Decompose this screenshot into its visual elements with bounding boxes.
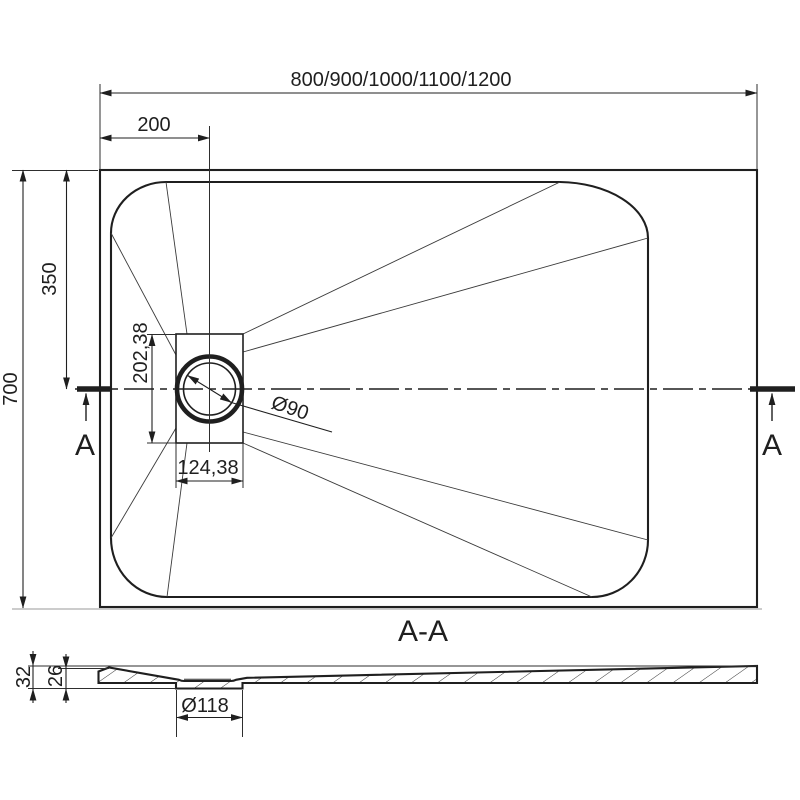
basin-inner-outline	[109, 180, 650, 599]
dim-section-overall-height-label: 32	[13, 666, 35, 688]
dim-section-rim-height: 26	[45, 654, 109, 703]
dim-depth-label: 700	[0, 372, 22, 405]
cut-marker-left: A	[75, 386, 112, 462]
dim-drain-offset-y-label: 350	[39, 262, 61, 295]
dim-width-series: 800/900/1000/1100/1200	[99, 69, 758, 170]
drain-diameter-leader	[231, 401, 333, 433]
cut-label-right: A	[762, 429, 782, 462]
dim-width-series-label: 800/900/1000/1100/1200	[291, 69, 512, 91]
section-view: A-A 32 26 Ø	[13, 615, 759, 737]
top-view: A A 800/900/1000/1100/1200 200 700	[0, 69, 795, 610]
dim-waste-hole: Ø118	[176, 690, 243, 737]
dim-drain-offset-y: 350	[39, 169, 70, 390]
dim-section-rim-height-label: 26	[45, 665, 67, 687]
dim-recess-width-label: 124,38	[177, 457, 238, 479]
section-body	[97, 664, 759, 690]
section-outline	[97, 664, 759, 690]
floor-slope-lines	[110, 181, 649, 598]
dim-section-overall-height: 32	[13, 651, 176, 703]
dim-recess-height-label: 202,38	[130, 322, 152, 383]
cut-marker-right: A	[750, 386, 795, 462]
section-title: A-A	[398, 615, 448, 648]
dim-waste-hole-label: Ø118	[181, 695, 228, 717]
dim-drain-offset-x: 200	[99, 114, 210, 142]
dim-depth: 700	[0, 169, 762, 610]
cut-label-left: A	[75, 429, 95, 462]
dim-recess-width: 124,38	[175, 443, 244, 488]
dim-drain-offset-x-label: 200	[137, 114, 170, 136]
dim-recess-height: 202,38	[130, 322, 176, 444]
